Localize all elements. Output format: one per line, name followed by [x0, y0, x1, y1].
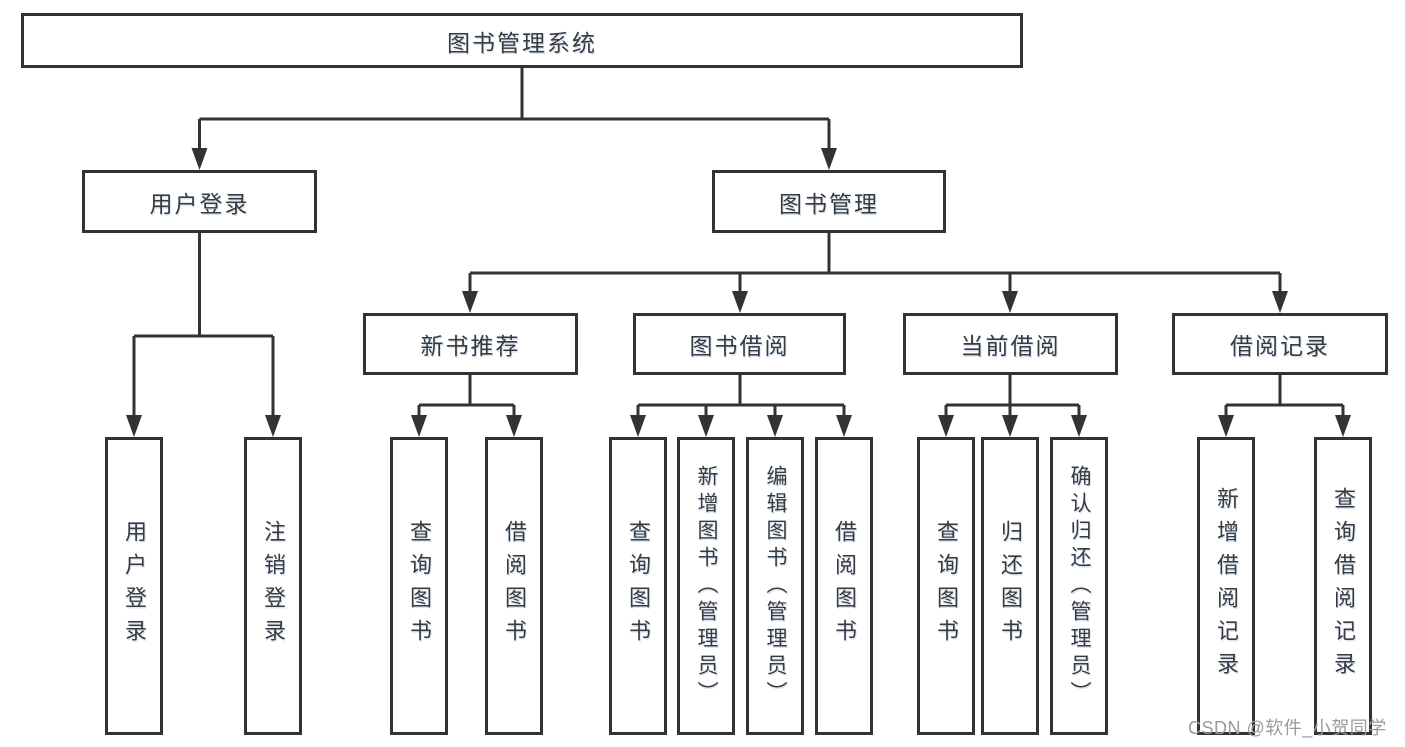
- node-label: 借阅图书: [832, 520, 857, 652]
- node-label: 用户登录: [122, 520, 147, 652]
- node-user-login: 用户登录: [82, 170, 317, 233]
- node-leaf-query-books-2: 查询图书: [609, 437, 667, 735]
- node-label: 图书借阅: [689, 333, 790, 359]
- connector-lines: [132, 66, 1345, 419]
- node-leaf-query-books-3: 查询图书: [917, 437, 975, 735]
- node-label: 确认归还（管理员）: [1068, 464, 1091, 708]
- node-label: 当前借阅: [960, 333, 1061, 359]
- node-leaf-return-books: 归还图书: [981, 437, 1039, 735]
- node-label: 图书管理: [779, 190, 879, 217]
- node-label: 查询借阅记录: [1331, 487, 1356, 685]
- watermark: CSDN @软件_小贺同学: [1188, 718, 1387, 738]
- node-book-borrowing: 图书借阅: [633, 313, 846, 375]
- node-label: 编辑图书（管理员）: [764, 464, 787, 708]
- node-label: 图书管理系统: [447, 29, 597, 56]
- node-leaf-query-borrow-record: 查询借阅记录: [1314, 437, 1372, 735]
- node-leaf-borrow-books-2: 借阅图书: [815, 437, 873, 735]
- node-leaf-add-borrow-record: 新增借阅记录: [1197, 437, 1255, 735]
- node-borrowing-records: 借阅记录: [1172, 313, 1388, 375]
- node-leaf-confirm-return-admin: 确认归还（管理员）: [1050, 437, 1108, 735]
- arrowheads: [126, 148, 1351, 437]
- node-label: 新增借阅记录: [1214, 487, 1239, 685]
- node-leaf-logout: 注销登录: [244, 437, 302, 735]
- node-label: 新增图书（管理员）: [695, 464, 718, 708]
- node-leaf-add-books-admin: 新增图书（管理员）: [677, 437, 735, 735]
- node-leaf-query-books-1: 查询图书: [390, 437, 448, 735]
- node-label: 查询图书: [407, 520, 432, 652]
- node-new-book-recommend: 新书推荐: [363, 313, 578, 375]
- node-label: 归还图书: [998, 520, 1023, 652]
- node-label: 注销登录: [261, 520, 286, 652]
- node-label: 查询图书: [934, 520, 959, 652]
- node-label: 借阅图书: [502, 520, 527, 652]
- node-library-system: 图书管理系统: [21, 13, 1023, 68]
- node-current-borrowing: 当前借阅: [903, 313, 1118, 375]
- node-label: 新书推荐: [420, 333, 521, 359]
- node-book-management: 图书管理: [712, 170, 946, 233]
- node-label: 借阅记录: [1230, 333, 1330, 359]
- node-leaf-borrow-books-1: 借阅图书: [485, 437, 543, 735]
- node-label: 查询图书: [626, 520, 651, 652]
- node-label: 用户登录: [149, 190, 250, 217]
- node-leaf-edit-books-admin: 编辑图书（管理员）: [746, 437, 804, 735]
- node-leaf-user-login: 用户登录: [105, 437, 163, 735]
